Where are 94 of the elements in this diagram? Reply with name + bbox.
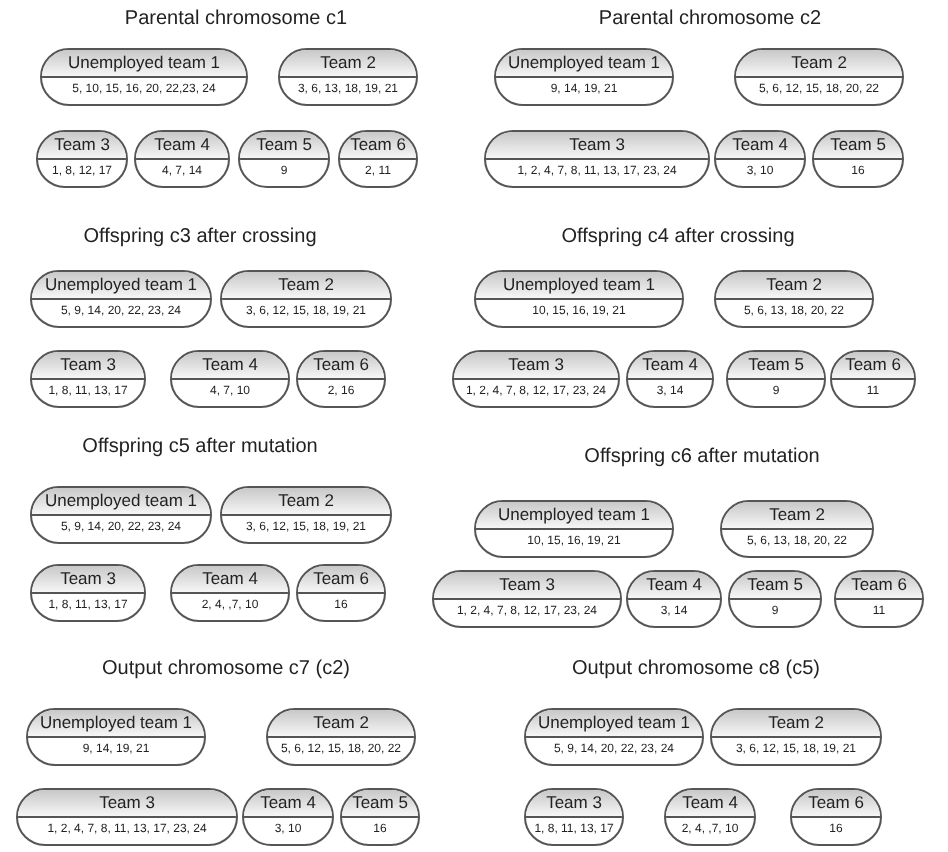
team-name: Team 2 bbox=[766, 712, 826, 734]
team-capsule bbox=[338, 130, 418, 188]
team-name: Unemployed team 1 bbox=[495, 504, 653, 526]
team-capsule bbox=[830, 350, 916, 408]
team-capsule bbox=[714, 130, 806, 188]
team-name: Team 5 bbox=[254, 134, 314, 156]
panel-title: Output chromosome c8 (c5) bbox=[572, 658, 820, 680]
team-name: Team 2 bbox=[767, 504, 827, 526]
team-name: Team 4 bbox=[730, 134, 790, 156]
team-capsule bbox=[340, 788, 420, 846]
panel-title: Parental chromosome c1 bbox=[124, 8, 348, 30]
team-capsule bbox=[484, 130, 710, 188]
team-capsule bbox=[30, 564, 146, 622]
team-name: Unemployed team 1 bbox=[535, 712, 693, 734]
team-name: Unemployed team 1 bbox=[42, 274, 200, 296]
team-name: Team 2 bbox=[789, 52, 849, 74]
team-capsule bbox=[40, 48, 248, 106]
team-name: Team 4 bbox=[640, 354, 700, 376]
team-name: Team 3 bbox=[58, 354, 118, 376]
team-name: Team 6 bbox=[849, 574, 909, 596]
team-capsule bbox=[710, 708, 882, 766]
team-name: Team 4 bbox=[152, 134, 212, 156]
panel-title: Offspring c3 after crossing bbox=[83, 226, 317, 248]
panel-title: Parental chromosome c2 bbox=[598, 8, 822, 30]
team-name: Team 2 bbox=[276, 274, 336, 296]
team-capsule bbox=[474, 500, 674, 558]
team-name: Team 2 bbox=[318, 52, 378, 74]
team-name: Unemployed team 1 bbox=[505, 52, 663, 74]
team-name: Team 4 bbox=[258, 792, 318, 814]
team-name: Team 5 bbox=[745, 574, 805, 596]
team-name: Team 3 bbox=[506, 354, 566, 376]
team-name: Team 3 bbox=[52, 134, 112, 156]
team-capsule bbox=[714, 270, 874, 328]
team-capsule bbox=[664, 788, 756, 846]
team-capsule bbox=[726, 350, 826, 408]
team-capsule bbox=[790, 788, 882, 846]
team-name: Team 5 bbox=[350, 792, 410, 814]
team-name: Team 6 bbox=[843, 354, 903, 376]
team-name: Team 3 bbox=[58, 568, 118, 590]
panel-title: Output chromosome c7 (c2) bbox=[102, 658, 350, 680]
team-name: Unemployed team 1 bbox=[65, 52, 223, 74]
team-name: Team 4 bbox=[200, 568, 260, 590]
panel-title: Offspring c6 after mutation bbox=[584, 446, 820, 468]
team-capsule bbox=[432, 570, 622, 628]
team-name: Team 4 bbox=[644, 574, 704, 596]
team-capsule bbox=[524, 788, 624, 846]
team-capsule bbox=[30, 270, 212, 328]
team-name: Team 5 bbox=[828, 134, 888, 156]
team-capsule bbox=[474, 270, 684, 328]
team-name: Team 5 bbox=[746, 354, 806, 376]
panel-title: Offspring c5 after mutation bbox=[82, 436, 318, 458]
team-capsule bbox=[720, 500, 874, 558]
team-capsule bbox=[834, 570, 924, 628]
team-name: Team 6 bbox=[311, 568, 371, 590]
team-capsule bbox=[494, 48, 674, 106]
team-name: Team 4 bbox=[200, 354, 260, 376]
team-capsule bbox=[170, 350, 290, 408]
team-name: Team 6 bbox=[311, 354, 371, 376]
panel-title: Offspring c4 after crossing bbox=[561, 226, 795, 248]
team-capsule bbox=[220, 270, 392, 328]
team-capsule bbox=[266, 708, 416, 766]
team-capsule bbox=[242, 788, 334, 846]
team-name: Unemployed team 1 bbox=[500, 274, 658, 296]
team-capsule bbox=[734, 48, 904, 106]
team-capsule bbox=[452, 350, 620, 408]
team-capsule bbox=[728, 570, 822, 628]
team-capsule bbox=[170, 564, 290, 622]
team-name: Unemployed team 1 bbox=[42, 490, 200, 512]
team-capsule bbox=[812, 130, 904, 188]
team-name: Team 6 bbox=[348, 134, 408, 156]
team-name: Team 3 bbox=[544, 792, 604, 814]
team-capsule bbox=[296, 564, 386, 622]
team-capsule bbox=[16, 788, 238, 846]
team-name: Team 2 bbox=[311, 712, 371, 734]
team-capsule bbox=[36, 130, 128, 188]
team-name: Unemployed team 1 bbox=[37, 712, 195, 734]
team-capsule bbox=[626, 570, 722, 628]
team-capsule bbox=[30, 350, 146, 408]
team-name: Team 3 bbox=[567, 134, 627, 156]
team-capsule bbox=[238, 130, 330, 188]
team-name: Team 6 bbox=[806, 792, 866, 814]
team-capsule bbox=[30, 486, 212, 544]
team-name: Team 3 bbox=[497, 574, 557, 596]
team-capsule bbox=[524, 708, 704, 766]
team-capsule bbox=[278, 48, 418, 106]
team-name: Team 2 bbox=[276, 490, 336, 512]
team-name: Team 3 bbox=[97, 792, 157, 814]
team-capsule bbox=[296, 350, 386, 408]
team-capsule bbox=[626, 350, 714, 408]
team-capsule bbox=[134, 130, 230, 188]
team-capsule bbox=[220, 486, 392, 544]
team-name: Team 2 bbox=[764, 274, 824, 296]
team-name: Team 4 bbox=[680, 792, 740, 814]
team-capsule bbox=[26, 708, 206, 766]
